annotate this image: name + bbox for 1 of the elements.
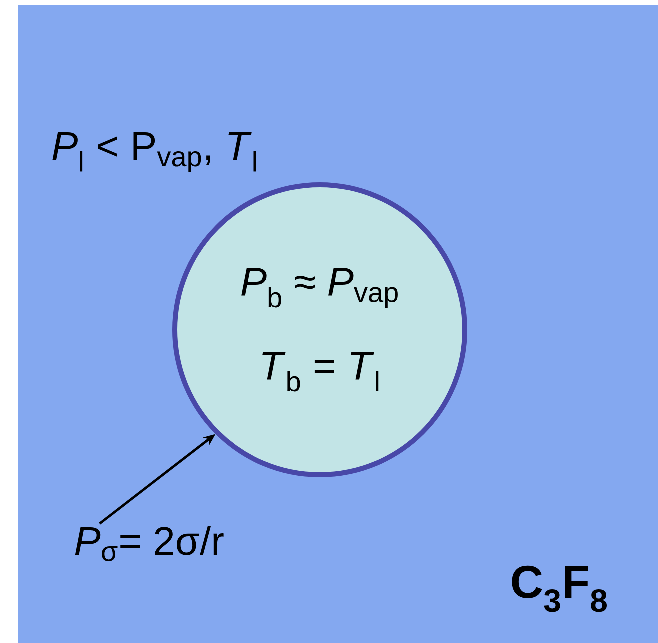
pressure-label: P$_{σ}$= 2σ/r <box>75 526 224 562</box>
